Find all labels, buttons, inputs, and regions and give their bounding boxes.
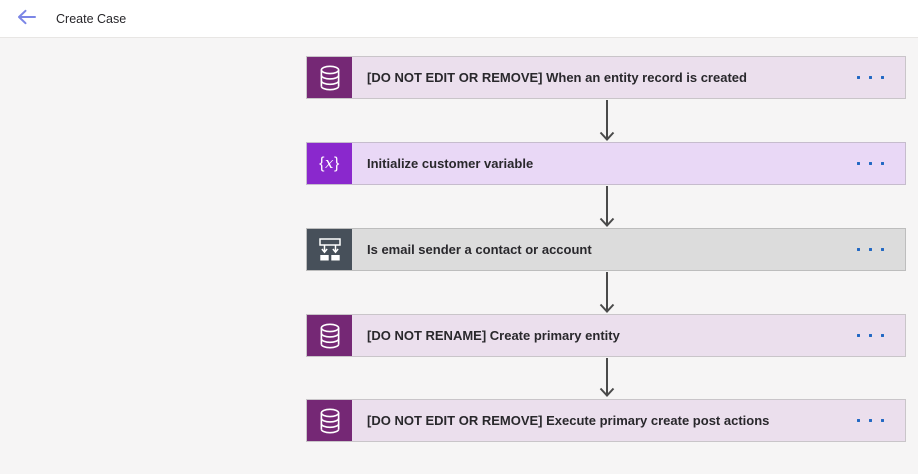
- database-icon: [307, 315, 352, 356]
- page-title: Create Case: [56, 11, 127, 26]
- step-menu-button[interactable]: [857, 229, 905, 270]
- flow-step-card-create-entity[interactable]: [DO NOT RENAME] Create primary entity: [306, 314, 906, 357]
- ellipsis-icon: [857, 162, 860, 165]
- arrow-left-icon: [17, 9, 37, 28]
- condition-icon: [307, 229, 352, 270]
- connector-arrow: [598, 358, 616, 401]
- connector-arrow: [598, 100, 616, 143]
- ellipsis-icon: [857, 76, 860, 79]
- step-menu-button[interactable]: [857, 400, 905, 441]
- database-icon: [307, 57, 352, 98]
- top-bar: Create Case: [0, 0, 918, 38]
- ellipsis-icon: [857, 248, 860, 251]
- flow-step-card-condition[interactable]: Is email sender a contact or account: [306, 228, 906, 271]
- flow-step-card-post-actions[interactable]: [DO NOT EDIT OR REMOVE] Execute primary …: [306, 399, 906, 442]
- back-button[interactable]: [16, 8, 38, 30]
- step-menu-button[interactable]: [857, 143, 905, 184]
- step-menu-button[interactable]: [857, 315, 905, 356]
- variable-icon: {x}: [307, 143, 352, 184]
- database-icon: [307, 400, 352, 441]
- step-title: Initialize customer variable: [367, 156, 534, 171]
- step-title: [DO NOT RENAME] Create primary entity: [367, 328, 620, 343]
- step-title: [DO NOT EDIT OR REMOVE] When an entity r…: [367, 70, 747, 85]
- connector-arrow: [598, 186, 616, 229]
- flow-step-card-init-variable[interactable]: {x} Initialize customer variable: [306, 142, 906, 185]
- step-title: [DO NOT EDIT OR REMOVE] Execute primary …: [367, 413, 770, 428]
- ellipsis-icon: [857, 334, 860, 337]
- flow-step-card-trigger[interactable]: [DO NOT EDIT OR REMOVE] When an entity r…: [306, 56, 906, 99]
- connector-arrow: [598, 272, 616, 315]
- step-title: Is email sender a contact or account: [367, 242, 592, 257]
- step-menu-button[interactable]: [857, 57, 905, 98]
- ellipsis-icon: [857, 419, 860, 422]
